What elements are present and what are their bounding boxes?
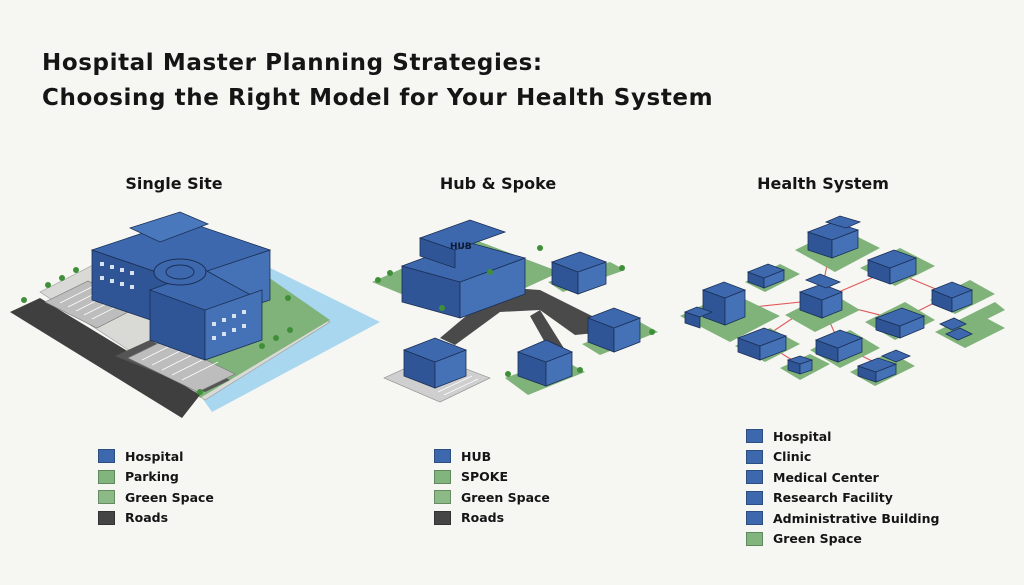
spoke-roads <box>440 285 605 355</box>
page-title: Hospital Master Planning Strategies: Cho… <box>42 46 713 116</box>
hs-building-small-south <box>786 355 814 375</box>
legend-swatch <box>746 490 763 505</box>
legend-swatch <box>746 531 763 546</box>
title-line-1: Hospital Master Planning Strategies: <box>42 50 543 76</box>
spoke-building-southwest <box>383 337 491 403</box>
health-system-network <box>680 215 1005 386</box>
legend-swatch <box>434 449 451 464</box>
legend-label: Research Facility <box>773 490 893 506</box>
single-site-trees <box>21 267 293 395</box>
hub-label: HUB <box>450 242 472 252</box>
legend-label: Roads <box>125 510 169 526</box>
spoke-building-south <box>505 339 585 395</box>
legend-label: Green Space <box>125 489 214 505</box>
hub-building: HUB <box>400 219 527 319</box>
hs-building-small-north-west <box>746 263 786 289</box>
hs-building-southwest <box>736 327 788 361</box>
hs-building-center-medical <box>798 273 844 319</box>
hub-spoke-legend: HUB SPOKE Green Space Roads <box>434 446 550 528</box>
legend-item-roads: Roads <box>98 508 214 529</box>
legend-item-parking: Parking <box>98 467 214 488</box>
legend-swatch <box>98 490 115 505</box>
hub-spoke-title: Hub & Spoke <box>439 174 557 193</box>
legend-label: Clinic <box>773 449 812 465</box>
hs-building-northeast <box>866 249 918 285</box>
spoke-building-northeast <box>548 251 625 295</box>
legend-item-green-space: Green Space <box>746 529 939 550</box>
legend-item-roads: Roads <box>434 508 550 529</box>
hs-building-admin <box>814 329 864 363</box>
legend-item-hospital: Hospital <box>98 446 214 467</box>
legend-item-research-facility: Research Facility <box>746 488 939 509</box>
legend-swatch <box>98 469 115 484</box>
legend-swatch <box>434 490 451 505</box>
legend-label: Hospital <box>773 428 832 444</box>
legend-item-green-space: Green Space <box>434 487 550 508</box>
hub-spoke-trees <box>375 245 655 377</box>
legend-label: HUB <box>461 448 492 464</box>
hs-building-research <box>874 307 926 339</box>
hs-building-small-east <box>939 317 973 341</box>
legend-swatch <box>746 470 763 485</box>
legend-label: Administrative Building <box>773 510 940 526</box>
hs-building-north-cluster <box>806 215 862 259</box>
hub-spoke-network: HUB <box>372 219 658 403</box>
health-system-title: Health System <box>757 174 889 193</box>
legend-label: Green Space <box>461 489 550 505</box>
legend-swatch <box>746 449 763 464</box>
hs-building-hospital <box>683 281 747 329</box>
legend-swatch <box>746 511 763 526</box>
single-site-title: Single Site <box>125 174 223 193</box>
legend-label: Parking <box>125 469 179 485</box>
legend-swatch <box>434 469 451 484</box>
legend-item-clinic: Clinic <box>746 447 939 468</box>
legend-item-green-space: Green Space <box>98 487 214 508</box>
legend-item-administrative-building: Administrative Building <box>746 508 939 529</box>
parking-lot-south <box>127 339 236 393</box>
legend-label: Roads <box>461 510 505 526</box>
legend-swatch <box>746 429 763 444</box>
health-system-legend: Hospital Clinic Medical Center Research … <box>746 426 939 549</box>
legend-item-medical-center: Medical Center <box>746 467 939 488</box>
legend-label: Medical Center <box>773 469 879 485</box>
legend-swatch <box>434 510 451 525</box>
hospital-windows <box>100 262 246 340</box>
hs-building-south-clinic <box>856 349 912 383</box>
hs-building-east <box>930 281 974 313</box>
hospital-building-main <box>90 211 272 361</box>
legend-label: Green Space <box>773 531 862 547</box>
spoke-building-east <box>582 307 658 355</box>
single-site-road <box>10 298 200 418</box>
legend-swatch <box>98 510 115 525</box>
legend-swatch <box>98 449 115 464</box>
legend-item-spoke: SPOKE <box>434 467 550 488</box>
single-site-legend: Hospital Parking Green Space Roads <box>98 446 214 528</box>
single-site-campus <box>10 211 380 418</box>
legend-item-hub: HUB <box>434 446 550 467</box>
legend-item-hospital: Hospital <box>746 426 939 447</box>
legend-label: Hospital <box>125 448 184 464</box>
title-line-2: Choosing the Right Model for Your Health… <box>42 85 714 111</box>
legend-label: SPOKE <box>461 469 509 485</box>
